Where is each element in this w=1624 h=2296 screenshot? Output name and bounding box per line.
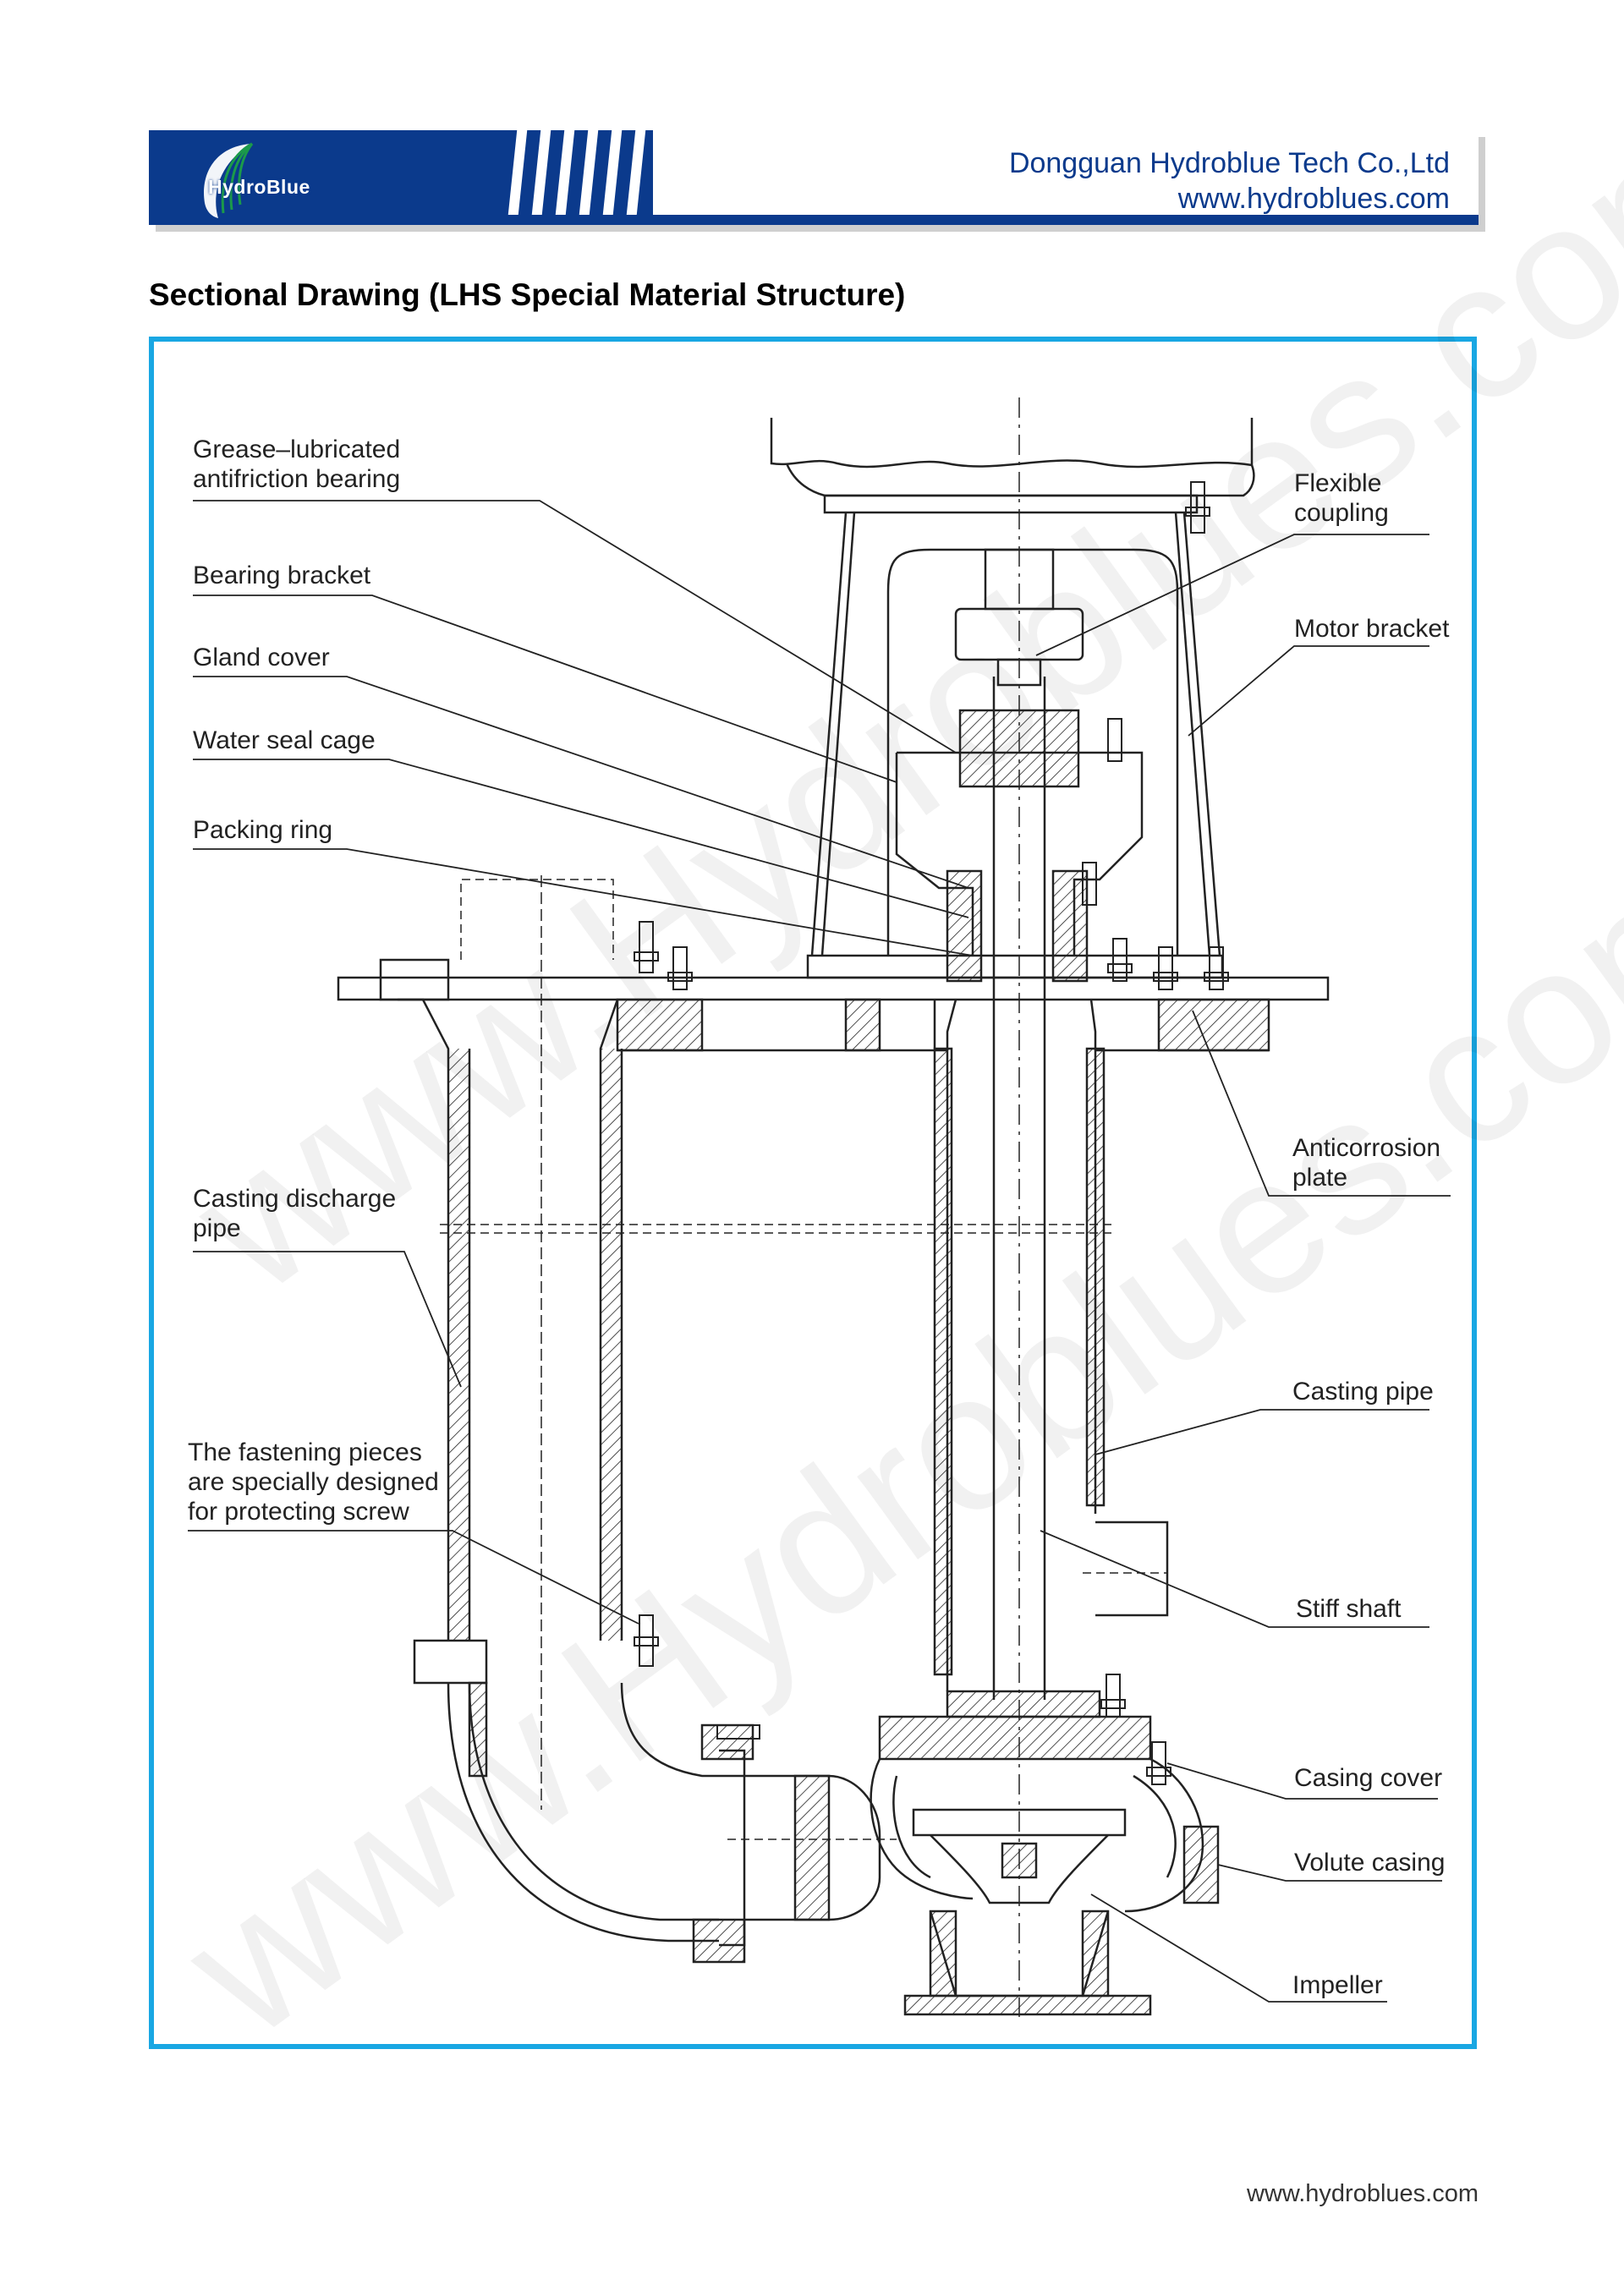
label-anticorrosion-plate: Anticorrosion plate: [1292, 1134, 1441, 1192]
label-stiff-shaft: Stiff shaft: [1296, 1595, 1402, 1623]
company-info: Dongguan Hydroblue Tech Co.,Ltd www.hydr…: [1009, 145, 1450, 216]
label-gland-cover: Gland cover: [193, 644, 330, 671]
banner-underline: [653, 215, 1479, 225]
label-packing-ring: Packing ring: [193, 816, 333, 844]
label-flexible-coupling: Flexible coupling: [1294, 469, 1389, 527]
company-website: www.hydroblues.com: [1177, 183, 1450, 215]
logo-text: HydroBlue: [208, 176, 310, 198]
company-name: Dongguan Hydroblue Tech Co.,Ltd: [1008, 147, 1450, 179]
label-volute-casing: Volute casing: [1294, 1849, 1446, 1877]
header-banner: HydroBlue Dongguan Hydroblue Tech Co.,Lt…: [149, 130, 1479, 225]
label-fastening-pieces: The fastening pieces are specially desig…: [188, 1438, 439, 1526]
label-water-seal-cage: Water seal cage: [193, 726, 376, 754]
label-casing-cover: Casing cover: [1294, 1764, 1443, 1792]
label-impeller: Impeller: [1292, 1971, 1383, 1999]
drawing-frame: [149, 337, 1477, 2049]
footer-website: www.hydroblues.com: [1247, 2180, 1479, 2207]
hydroblue-logo-icon: [204, 142, 254, 218]
label-casting-discharge-pipe: Casting discharge pipe: [193, 1185, 397, 1242]
label-bearing-bracket: Bearing bracket: [193, 562, 371, 589]
page-title: Sectional Drawing (LHS Special Material …: [149, 277, 906, 312]
label-casting-pipe: Casting pipe: [1292, 1378, 1434, 1406]
label-motor-bracket: Motor bracket: [1294, 615, 1450, 643]
label-grease-bearing: Grease–lubricated antifriction bearing: [193, 436, 401, 493]
